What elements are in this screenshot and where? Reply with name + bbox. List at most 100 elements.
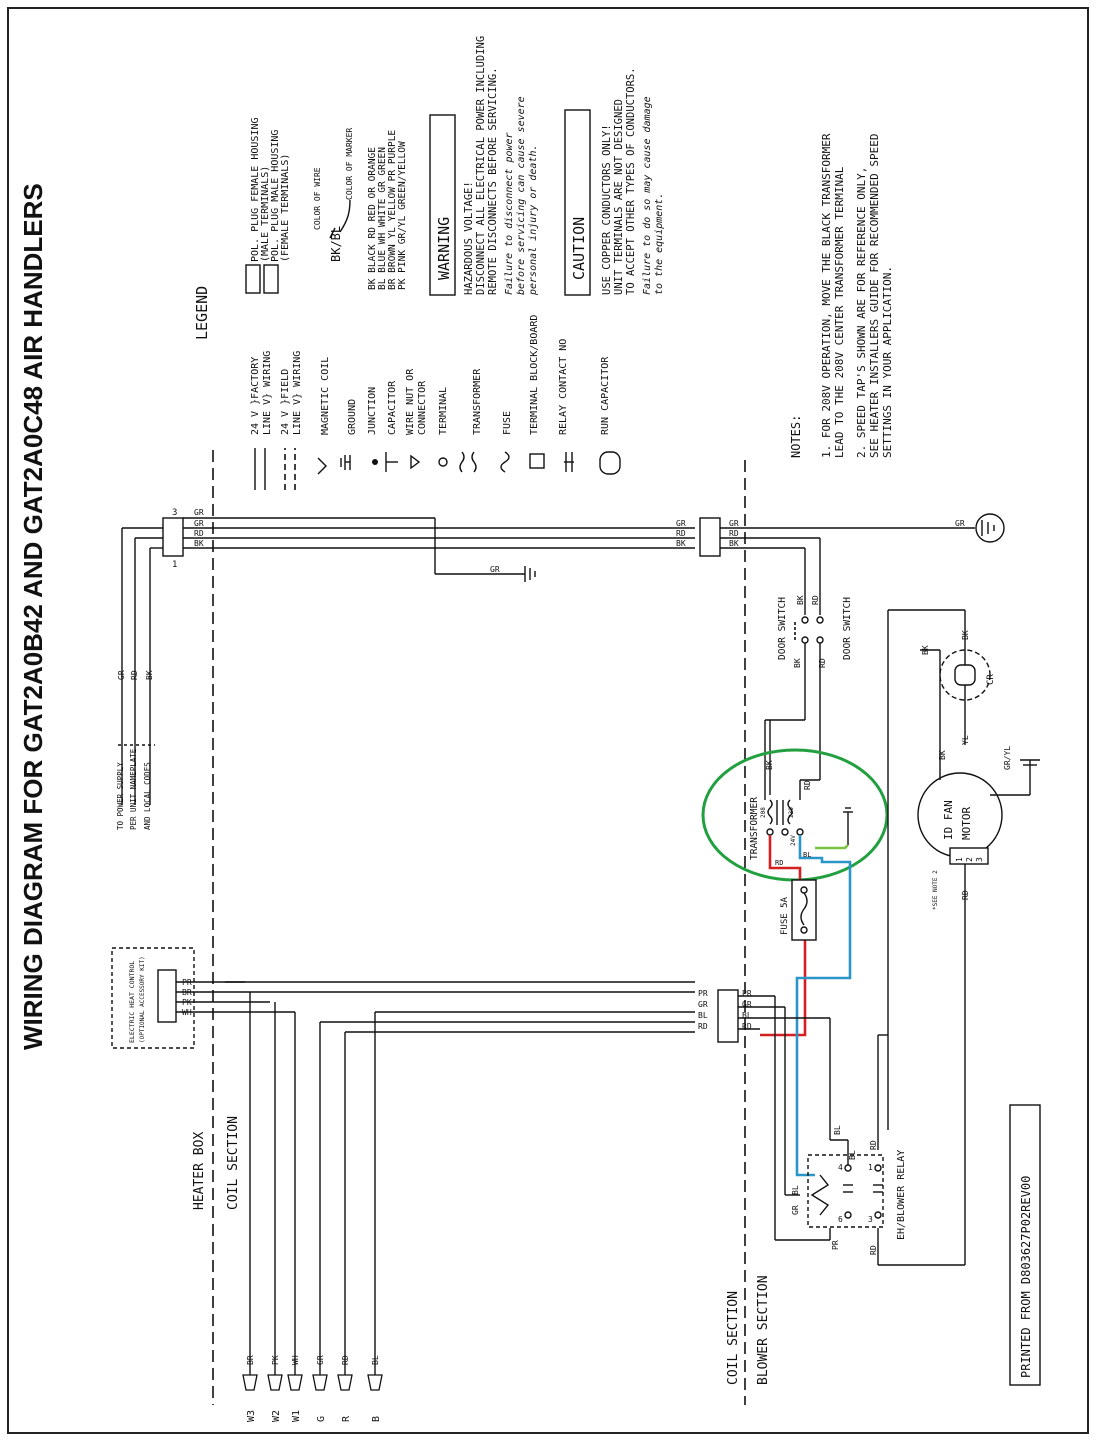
- svg-text:POL. PLUG FEMALE HOUSING: POL. PLUG FEMALE HOUSING: [250, 118, 261, 263]
- svg-text:1: 1: [172, 560, 177, 570]
- svg-text:RD: RD: [811, 595, 820, 605]
- svg-text:BK BLACK RD RED OR ORA: BK BLACK RD RED OR ORANGE: [367, 147, 378, 290]
- svg-text:BR BROWN YL YELLOW PR PUR: BR BROWN YL YELLOW PR PURPLE: [387, 130, 398, 290]
- legend-item-label: LINE V} WIRING: [292, 351, 303, 435]
- svg-text:208: 208: [760, 807, 767, 818]
- printed-from-label: PRINTED FROM D803627P02REV00: [1019, 1176, 1033, 1378]
- svg-text:BK: BK: [961, 630, 970, 640]
- svg-text:GR: GR: [791, 1205, 800, 1215]
- page-frame: [7, 7, 1089, 1434]
- svg-text:4: 4: [838, 1163, 843, 1172]
- thermostat-wire-label: RD: [341, 1355, 350, 1365]
- thermostat-terminal-icon: [337, 1374, 353, 1391]
- svg-text:GR: GR: [698, 1000, 708, 1009]
- svg-text:GR: GR: [490, 565, 500, 574]
- diagram-title: WIRING DIAGRAM FOR GAT2A0B42 AND GAT2A0C…: [18, 183, 48, 1050]
- coil-section-label: COIL SECTION: [226, 1116, 241, 1210]
- thermostat-terminal-label: W3: [246, 1410, 257, 1422]
- thermostat-terminal-icon: [267, 1374, 283, 1391]
- capacitor-icon: [385, 452, 398, 472]
- svg-text:BL: BL: [742, 1011, 752, 1020]
- svg-text:UNIT TERMINALS ARE NOT DESIGNE: UNIT TERMINALS ARE NOT DESIGNED: [613, 99, 625, 295]
- thermostat-terminal-label: B: [371, 1416, 382, 1422]
- svg-text:GR: GR: [729, 519, 739, 528]
- svg-text:COLOR OF WIRE: COLOR OF WIRE: [313, 167, 322, 230]
- legend-item-label: LINE V} WIRING: [262, 351, 273, 435]
- svg-text:PR: PR: [742, 989, 752, 998]
- legend-item-label: 24 V }FACTORY: [250, 357, 261, 435]
- svg-text:RD: RD: [194, 529, 204, 538]
- blower-section-label: BLOWER SECTION: [756, 1275, 771, 1385]
- svg-text:BK: BK: [194, 539, 204, 548]
- svg-text:3: 3: [975, 857, 984, 862]
- svg-text:FUSE 5A: FUSE 5A: [780, 896, 790, 935]
- svg-text:Failure to do so may cause dam: Failure to do so may cause damage: [642, 96, 653, 295]
- thermostat-wire-label: BR: [246, 1355, 255, 1365]
- svg-text:CAUTION: CAUTION: [570, 217, 588, 280]
- svg-text:COLOR OF MARKER: COLOR OF MARKER: [345, 128, 354, 200]
- blue-wire: [795, 835, 852, 1177]
- svg-text:DOOR SWITCH: DOOR SWITCH: [842, 597, 853, 660]
- svg-text:BK: BK: [676, 539, 686, 548]
- svg-text:REMOTE DISCONNECTS BEFORE SERV: REMOTE DISCONNECTS BEFORE SERVICING.: [487, 67, 499, 295]
- svg-text:BK: BK: [145, 670, 154, 680]
- svg-text:GR: GR: [194, 519, 204, 528]
- svg-text:RD: RD: [775, 859, 783, 867]
- svg-text:PR: PR: [698, 989, 708, 998]
- svg-text:WARNING: WARNING: [435, 217, 453, 280]
- run-capacitor: CR BK BK BK YL: [887, 609, 996, 1130]
- eh-blower-relay: RD RD 4 1 6 3 EH/BLOWER RELAY BL BL BL G…: [775, 1034, 907, 1265]
- svg-text:BK/BL: BK/BL: [329, 226, 343, 262]
- svg-text:BL: BL: [803, 851, 811, 859]
- relay-contact-icon: [564, 452, 574, 472]
- transformer-icon: [459, 451, 477, 473]
- svg-text:PK PINK GR/YL GREEN/YELLOW: PK PINK GR/YL GREEN/YELLOW: [397, 141, 408, 290]
- ground-icon: [975, 513, 1005, 543]
- svg-text:BL: BL: [833, 1125, 842, 1135]
- svg-text:BK: BK: [729, 539, 739, 548]
- svg-text:MOTOR: MOTOR: [960, 807, 973, 840]
- legend-item-label: JUNCTION: [367, 387, 378, 435]
- legend-item-label: FUSE: [502, 411, 513, 435]
- svg-text:to the equipment.: to the equipment.: [654, 193, 665, 295]
- svg-text:(FEMALE TERMINALS): (FEMALE TERMINALS): [280, 154, 291, 262]
- svg-text:personal injury or death.: personal injury or death.: [528, 144, 539, 296]
- svg-text:6: 6: [838, 1215, 843, 1224]
- svg-text:USE COPPER CONDUCTORS ONLY!: USE COPPER CONDUCTORS ONLY!: [601, 124, 613, 295]
- thermostat-wire-label: WH: [291, 1355, 300, 1365]
- svg-text:GR/YL: GR/YL: [1003, 746, 1012, 770]
- svg-text:BL: BL: [848, 1150, 857, 1160]
- svg-text:EH/BLOWER RELAY: EH/BLOWER RELAY: [896, 1150, 907, 1240]
- thermostat-terminal-icon: [367, 1374, 383, 1391]
- thermostat-terminal-label: W2: [271, 1410, 282, 1422]
- svg-text:PER UNIT NAMEPLATE: PER UNIT NAMEPLATE: [129, 748, 138, 830]
- svg-text:1: 1: [955, 857, 964, 862]
- power-supply-wiring: 3 1 GR RD BK TO POWER SUPPLY PER UNIT NA…: [116, 508, 1005, 830]
- thermostat-wire-label: PK: [271, 1355, 280, 1365]
- svg-text:(OPTIONAL ACCESSORY KIT): (OPTIONAL ACCESSORY KIT): [139, 956, 146, 1043]
- thermostat-terminal-label: W1: [291, 1410, 302, 1422]
- thermostat-terminal-icon: [312, 1374, 328, 1391]
- svg-text:BK: BK: [793, 658, 802, 668]
- svg-text:SETTINGS IN YOUR APPLICATION.: SETTINGS IN YOUR APPLICATION.: [881, 266, 894, 458]
- junction-icon: [372, 459, 378, 465]
- svg-text:AND LOCAL CODES: AND LOCAL CODES: [143, 762, 152, 830]
- svg-text:3: 3: [868, 1215, 873, 1224]
- svg-text:24V: 24V: [790, 835, 797, 846]
- thermostat-wire-label: GR: [316, 1355, 325, 1365]
- legend-item-label: TRANSFORMER: [472, 368, 483, 435]
- svg-text:RD: RD: [742, 1022, 752, 1031]
- power-plug-left: [162, 517, 184, 557]
- legend-heading: LEGEND: [193, 286, 211, 340]
- thermostat-terminal-icon: [242, 1374, 258, 1391]
- notes: NOTES: 1. FOR 208V OPERATION, MOVE THE B…: [789, 133, 894, 458]
- svg-text:RD: RD: [130, 670, 139, 680]
- legend-item-label: MAGNETIC COIL: [320, 357, 331, 435]
- electric-heat-control: ELECTRIC HEAT CONTROL (OPTIONAL ACCESSOR…: [111, 947, 695, 1049]
- coil-section-label-right: COIL SECTION: [726, 1291, 741, 1385]
- run-capacitor-icon: [599, 451, 621, 475]
- red-wire: [768, 835, 802, 880]
